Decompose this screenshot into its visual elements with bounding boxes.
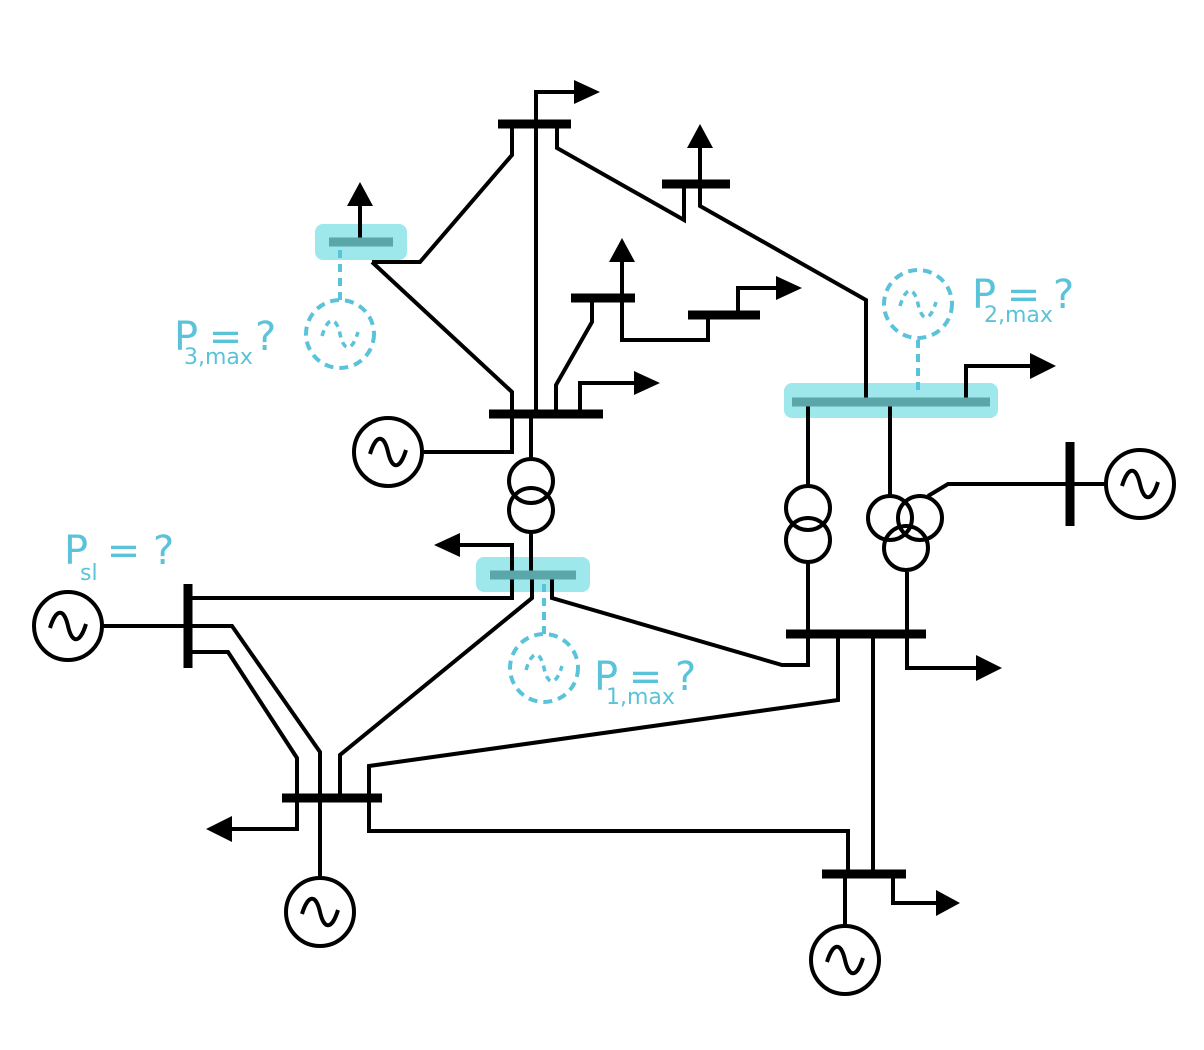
load-arrow-step-icon (776, 276, 802, 300)
dashed-sine-wave-icon (898, 289, 938, 319)
generators (32, 416, 1176, 996)
label-p2-max-rest: = ? (994, 272, 1074, 318)
transformer-three-winding-c-icon (882, 524, 930, 572)
line-bus2-load (964, 364, 1030, 402)
label-p2-max-sub: 2,max (984, 303, 1053, 328)
load-arrow-upper-right-icon (687, 124, 713, 148)
transmission-lines (102, 90, 1108, 926)
label-p3-max-sub: 3,max (184, 345, 253, 370)
load-arrow-top-icon (574, 80, 600, 104)
label-p1-max-main: P (594, 654, 618, 700)
line-step-load (736, 286, 776, 315)
line-bottom-left-to-lower-right (367, 634, 840, 798)
load-arrow-bus2-icon (1030, 353, 1056, 379)
line-mid-to-step (620, 298, 710, 342)
transformer-left-top-icon (784, 484, 832, 532)
line-slack-to-bottom-left-b (188, 650, 299, 798)
line-upper-right-to-bus2 (698, 184, 868, 400)
generator-bottom-right (809, 924, 881, 996)
line-lower-right-load (905, 634, 976, 670)
label-p3-max-main: P (174, 314, 198, 360)
generator-right (1104, 448, 1176, 520)
line-slack-to-bottom-left-a (188, 624, 322, 798)
load-arrow-mid-icon (609, 238, 635, 262)
line-three-winding-to-right (926, 482, 1070, 498)
transformer-center-top-icon (507, 457, 555, 505)
label-p2-max: P 2,max = ? (972, 272, 1074, 328)
dashed-sine-wave-icon (320, 319, 360, 349)
load-arrow-bus3-icon (347, 182, 373, 206)
load-arrow-lower-right-icon (976, 655, 1002, 681)
generator-center (352, 416, 424, 488)
label-p-slack-rest: = ? (94, 528, 174, 574)
sine-wave-icon (300, 896, 340, 928)
generator-bottom-left (284, 876, 356, 948)
load-arrow-bottom-left-icon (206, 816, 232, 842)
line-bus1-load (460, 543, 514, 575)
label-p1-max-sub: 1,max (606, 685, 675, 710)
transformer-three-winding-a-icon (866, 494, 914, 542)
line-bottom-right-load (891, 874, 936, 905)
label-p3-max-rest: = ? (196, 314, 276, 360)
label-p-slack-main: P (64, 528, 88, 574)
label-p3-max: P 3,max = ? (174, 314, 276, 370)
sine-wave-icon (825, 944, 865, 976)
transformer-left-bottom-icon (784, 516, 832, 564)
label-p1-max-rest: = ? (616, 654, 696, 700)
line-center-generator (424, 414, 514, 454)
line-top-to-upper-right (555, 124, 686, 224)
load-arrow-bus1-icon (434, 533, 460, 557)
generator-slack (32, 590, 104, 662)
transformers (507, 457, 944, 572)
label-p2-max-main: P (972, 272, 996, 318)
line-bottom-left-load (230, 798, 299, 831)
label-p-slack: P sl = ? (64, 528, 174, 586)
line-bottom-left-to-bottom-right (367, 798, 850, 874)
load-arrow-center-icon (634, 371, 660, 395)
candidate-generators (304, 250, 954, 704)
label-p1-max: P 1,max = ? (594, 654, 696, 710)
line-bus1-to-bottom-left (338, 575, 534, 798)
line-bus1-to-lower-right (550, 575, 810, 667)
line-mid-to-center (554, 298, 594, 414)
sine-wave-icon (368, 436, 408, 468)
line-top-load (534, 90, 574, 124)
transformer-center-bottom-icon (507, 486, 555, 534)
sine-wave-icon (48, 610, 88, 642)
label-p-slack-sub: sl (80, 561, 98, 586)
transformer-three-winding-b-icon (896, 494, 944, 542)
dashed-sine-wave-icon (524, 653, 564, 683)
labels: P sl = ? P 3,max = ? P 2,max = ? P 1,max… (64, 272, 1074, 710)
load-arrows (206, 80, 1056, 916)
buses (183, 119, 1075, 879)
line-bus3-to-center (370, 260, 514, 414)
sine-wave-icon (1120, 468, 1160, 500)
line-top-to-bus3 (372, 124, 514, 264)
line-center-load (578, 381, 634, 414)
load-arrow-bottom-right-icon (936, 890, 960, 916)
line-bus1-to-slack (188, 575, 514, 600)
